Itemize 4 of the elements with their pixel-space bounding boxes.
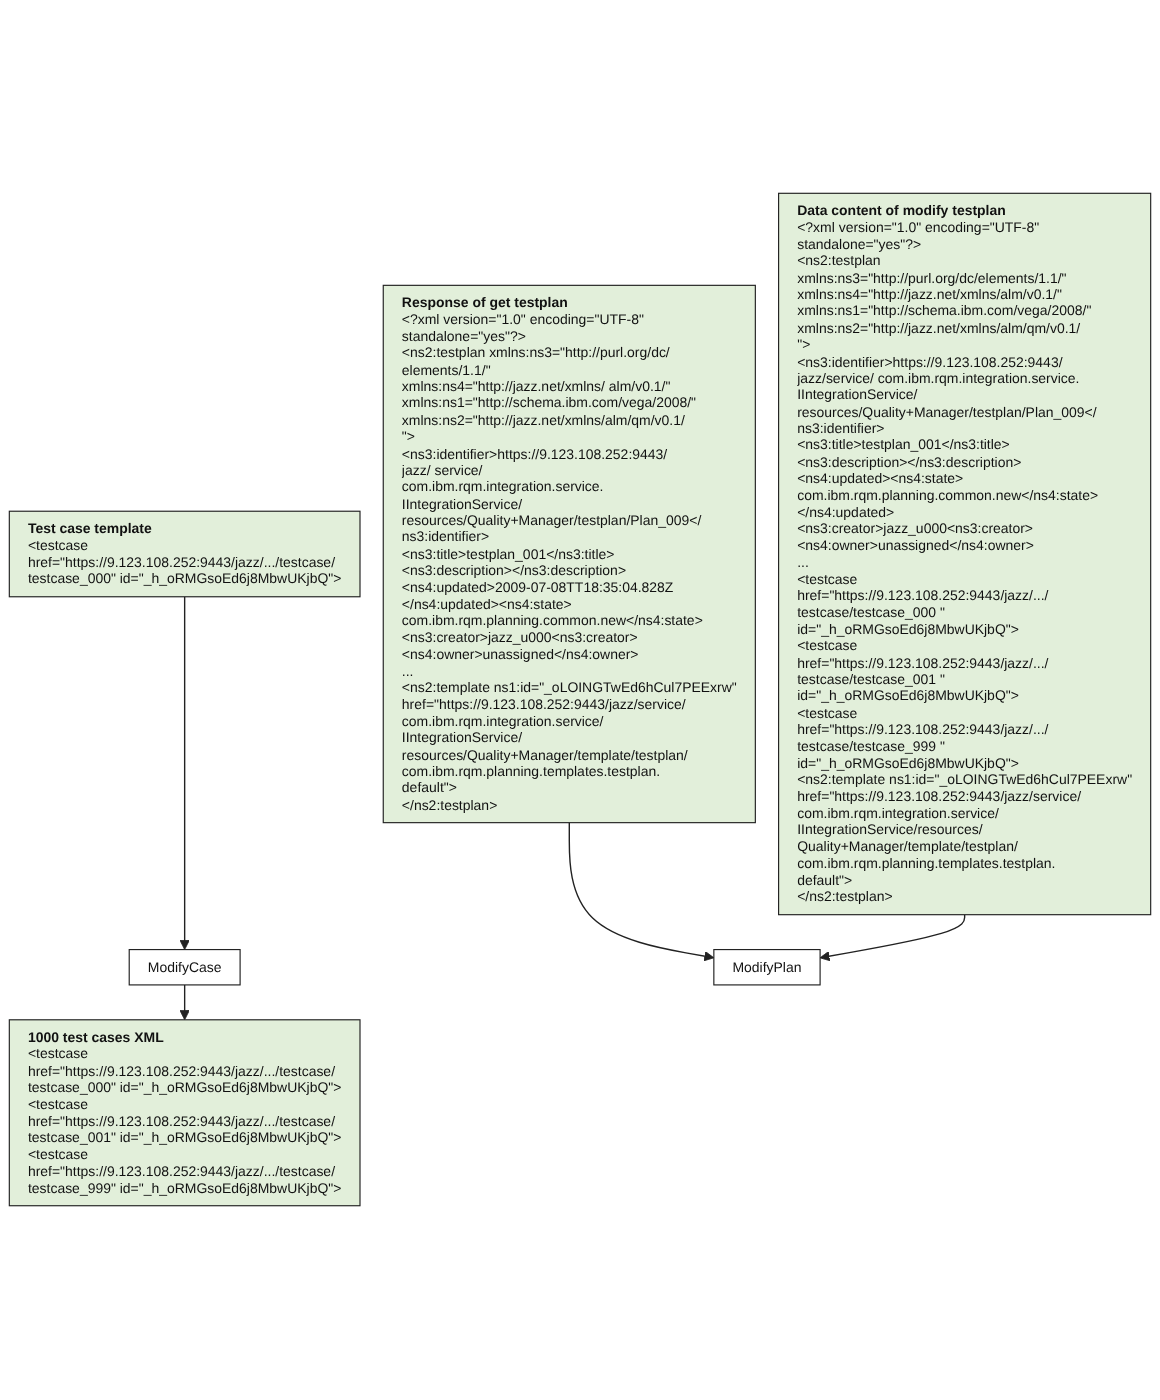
arrow xyxy=(819,914,966,962)
arrow xyxy=(179,596,190,951)
arrow xyxy=(568,822,715,962)
arrow xyxy=(179,984,190,1021)
